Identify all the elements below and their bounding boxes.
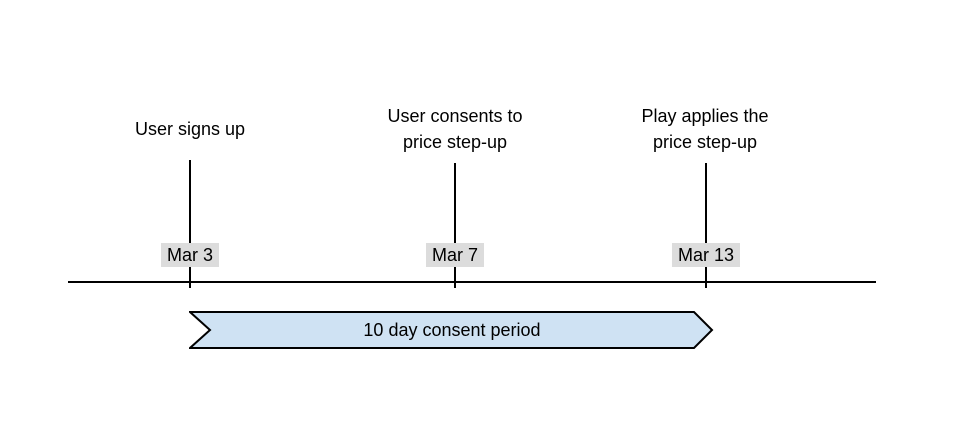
timeline-axis [68,281,876,283]
event-label-line: User signs up [134,119,246,139]
event-label-line: price step-up [402,132,508,152]
event-tick-mar7 [454,163,456,288]
consent-banner-arrow-shape [189,311,714,349]
event-label-line: User consents to [387,106,523,126]
date-label-mar13: Mar 13 [671,243,741,267]
event-label-line: price step-up [652,132,758,152]
consent-banner-label: 10 day consent period [363,319,541,340]
date-label-mar3: Mar 3 [160,243,220,267]
event-label-signup: User signs up [80,116,300,142]
date-label-mar7: Mar 7 [425,243,485,267]
event-label-line: Play applies the [641,106,769,126]
event-tick-mar3 [189,160,191,288]
event-tick-mar13 [705,163,707,288]
event-label-consent: User consents to price step-up [345,103,565,155]
consent-period-banner: 10 day consent period [189,311,715,349]
consent-banner-shape-svg [189,311,714,349]
event-label-apply: Play applies the price step-up [595,103,815,155]
